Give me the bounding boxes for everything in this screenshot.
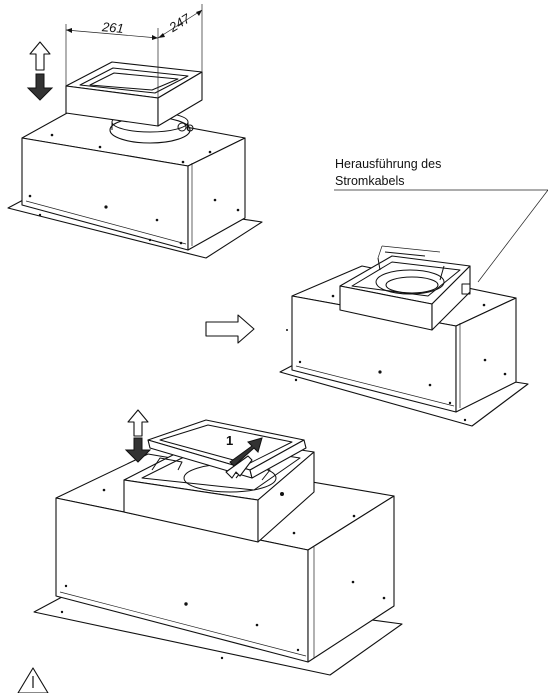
callout-label-line2: Stromkabels <box>335 174 404 188</box>
lift-arrow-icon: 1 <box>225 433 263 479</box>
hood-side-face <box>187 137 246 251</box>
hood-unit-top <box>7 106 263 259</box>
next-step-arrow-icon <box>205 314 255 344</box>
flange-lid <box>147 419 307 479</box>
duct-flange-top <box>65 61 203 127</box>
warning-icon <box>17 667 49 693</box>
duct-flange-middle <box>339 245 471 331</box>
up-down-arrow-bottom-icon <box>124 409 152 463</box>
dimension-depth: 247 <box>165 10 193 35</box>
callout-label-line1: Herausführung des <box>335 157 441 171</box>
up-down-arrow-icon <box>26 41 54 101</box>
dimension-width: 261 <box>100 19 124 36</box>
power-cable-callout: Herausführung des Stromkabels <box>334 157 548 283</box>
callout-leader-line <box>477 189 548 283</box>
step-number: 1 <box>226 433 233 448</box>
